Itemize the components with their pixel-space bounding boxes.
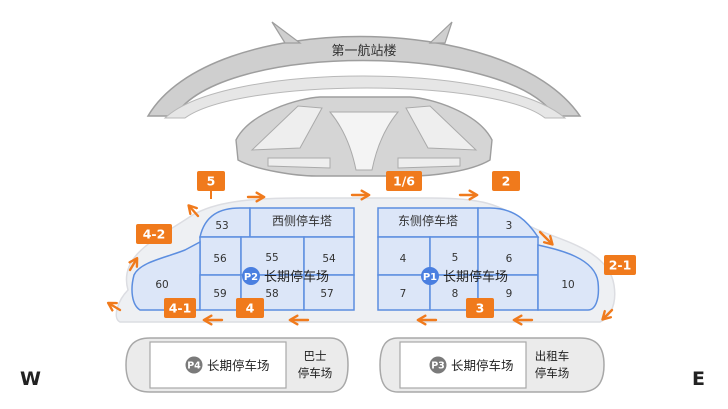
east-tower-label: 东侧停车塔	[398, 213, 458, 228]
zone-cell[interactable]	[249, 207, 355, 238]
p3-badge-text: P3	[431, 361, 445, 372]
entrance-tag[interactable]: 1/6	[386, 171, 422, 191]
entrance-tag[interactable]: 2-1	[604, 255, 636, 275]
west-tower-label: 西侧停车塔	[272, 213, 332, 228]
compass-east: E	[692, 368, 705, 390]
taxi-parking-label: 出租车	[535, 349, 570, 363]
svg-text:4: 4	[246, 301, 255, 316]
p1-badge-text: P1	[423, 272, 437, 283]
p4-badge	[185, 356, 203, 374]
taxi-parking-label: 停车场	[535, 366, 570, 380]
svg-text:2: 2	[502, 174, 511, 189]
east-parking-lot: 东侧停车塔 3 4 5 6 7 8 9 10 P1 长期停车场	[377, 207, 600, 311]
entrance-tag[interactable]: 2	[492, 171, 520, 191]
zone-cell[interactable]	[199, 207, 251, 238]
zone-label: 56	[213, 253, 227, 265]
p2-lot-label: 长期停车场	[264, 269, 329, 285]
zone-label: 8	[452, 288, 459, 300]
zone-cell[interactable]	[303, 236, 355, 276]
p4-badge-text: P4	[187, 361, 201, 372]
p3-lot-label: 长期停车场	[451, 358, 514, 373]
p4-lot[interactable]: P4 长期停车场 巴士 停车场	[125, 337, 349, 393]
entrance-tag[interactable]: 5	[197, 171, 225, 199]
entrance-tag[interactable]: 4-1	[164, 298, 196, 318]
zone-label: 4	[400, 253, 407, 265]
west-parking-lot: 53 56 55 54 60 59 58 57 西侧停车塔 P2 长期停车场	[131, 207, 355, 311]
zone-cell[interactable]	[199, 274, 242, 311]
traffic-arrows	[110, 195, 614, 320]
p2-badge	[242, 267, 260, 285]
entrance-tag[interactable]: 4	[236, 298, 264, 318]
zone-label: 5	[452, 252, 459, 264]
zone-label: 9	[506, 288, 513, 300]
zone-label: 59	[213, 288, 226, 300]
p2-badge-text: P2	[244, 272, 258, 283]
p1-badge	[421, 267, 439, 285]
zone-label: 60	[155, 279, 168, 291]
p3-badge	[429, 356, 447, 374]
zone-label: 3	[506, 220, 513, 232]
p1-lot-label: 长期停车场	[443, 269, 508, 285]
svg-text:2-1: 2-1	[609, 258, 632, 273]
zone-label: 55	[265, 252, 278, 264]
zone-label: 58	[265, 288, 278, 300]
zone-label: 10	[561, 279, 574, 291]
zone-label: 57	[320, 288, 333, 300]
terminal-name: 第一航站楼	[331, 43, 396, 59]
p3-lot[interactable]: P3 长期停车场 出租车 停车场	[379, 337, 605, 393]
svg-text:3: 3	[476, 301, 485, 316]
compass-west: W	[20, 368, 41, 390]
entrance-tag[interactable]: 4-2	[136, 224, 172, 244]
entrance-tag[interactable]: 3	[466, 298, 494, 318]
zone-label: 6	[506, 253, 513, 265]
zone-cell[interactable]	[429, 236, 479, 276]
zone-cell[interactable]	[537, 244, 600, 311]
bus-parking-label: 停车场	[298, 366, 333, 380]
p4-lot-label: 长期停车场	[207, 358, 270, 373]
zone-cell[interactable]	[303, 274, 355, 311]
svg-text:4-1: 4-1	[169, 301, 192, 316]
svg-text:1/6: 1/6	[393, 174, 415, 189]
svg-text:5: 5	[207, 174, 216, 189]
svg-text:4-2: 4-2	[143, 227, 166, 242]
zone-cell[interactable]	[377, 274, 431, 311]
terminal-building: 第一航站楼	[146, 21, 582, 177]
bus-parking-label: 巴士	[304, 349, 327, 363]
zone-label: 7	[400, 288, 407, 300]
zone-label: 53	[215, 220, 228, 232]
zone-label: 54	[322, 253, 336, 265]
